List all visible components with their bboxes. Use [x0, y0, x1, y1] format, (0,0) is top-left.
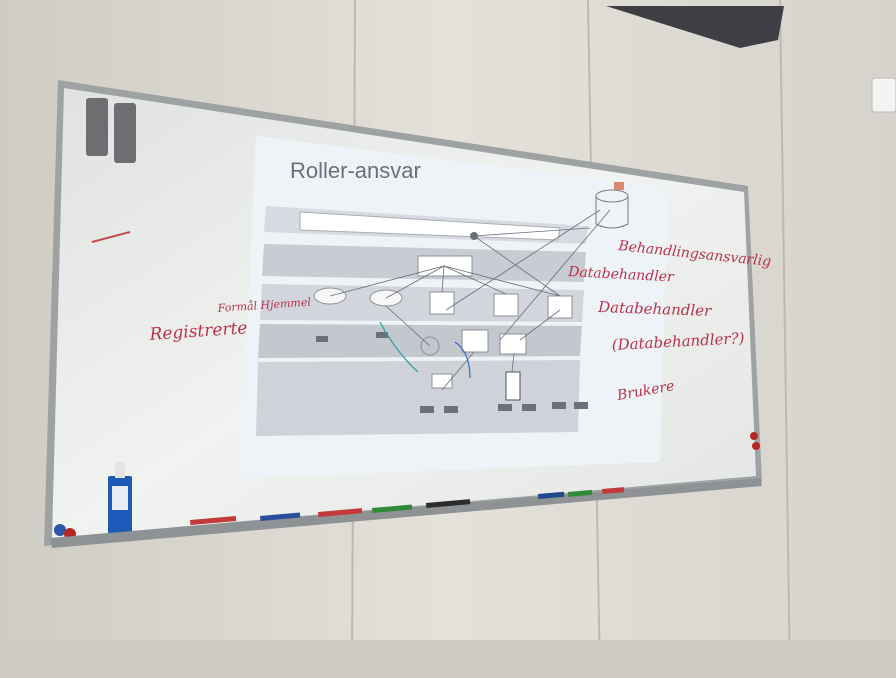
lower-wall: [0, 640, 896, 678]
cleaner-bottle: [108, 462, 132, 538]
slide-title: Roller-ansvar: [290, 158, 421, 183]
markers: [190, 487, 625, 525]
eraser: [86, 98, 108, 156]
note-databehandler-2: Databehandler: [597, 298, 713, 320]
slide-diagram: [256, 206, 611, 436]
eraser: [114, 103, 136, 163]
wall-device: [871, 77, 896, 113]
note-databehandler-1: Databehandler: [567, 264, 676, 286]
magnet: [752, 442, 760, 450]
air-conditioner: [606, 6, 784, 48]
projector-glare: [228, 454, 276, 502]
drawn-database-icon: [595, 182, 629, 229]
magnet: [54, 524, 66, 536]
marker-stroke: [91, 231, 131, 243]
magnet: [750, 432, 758, 440]
